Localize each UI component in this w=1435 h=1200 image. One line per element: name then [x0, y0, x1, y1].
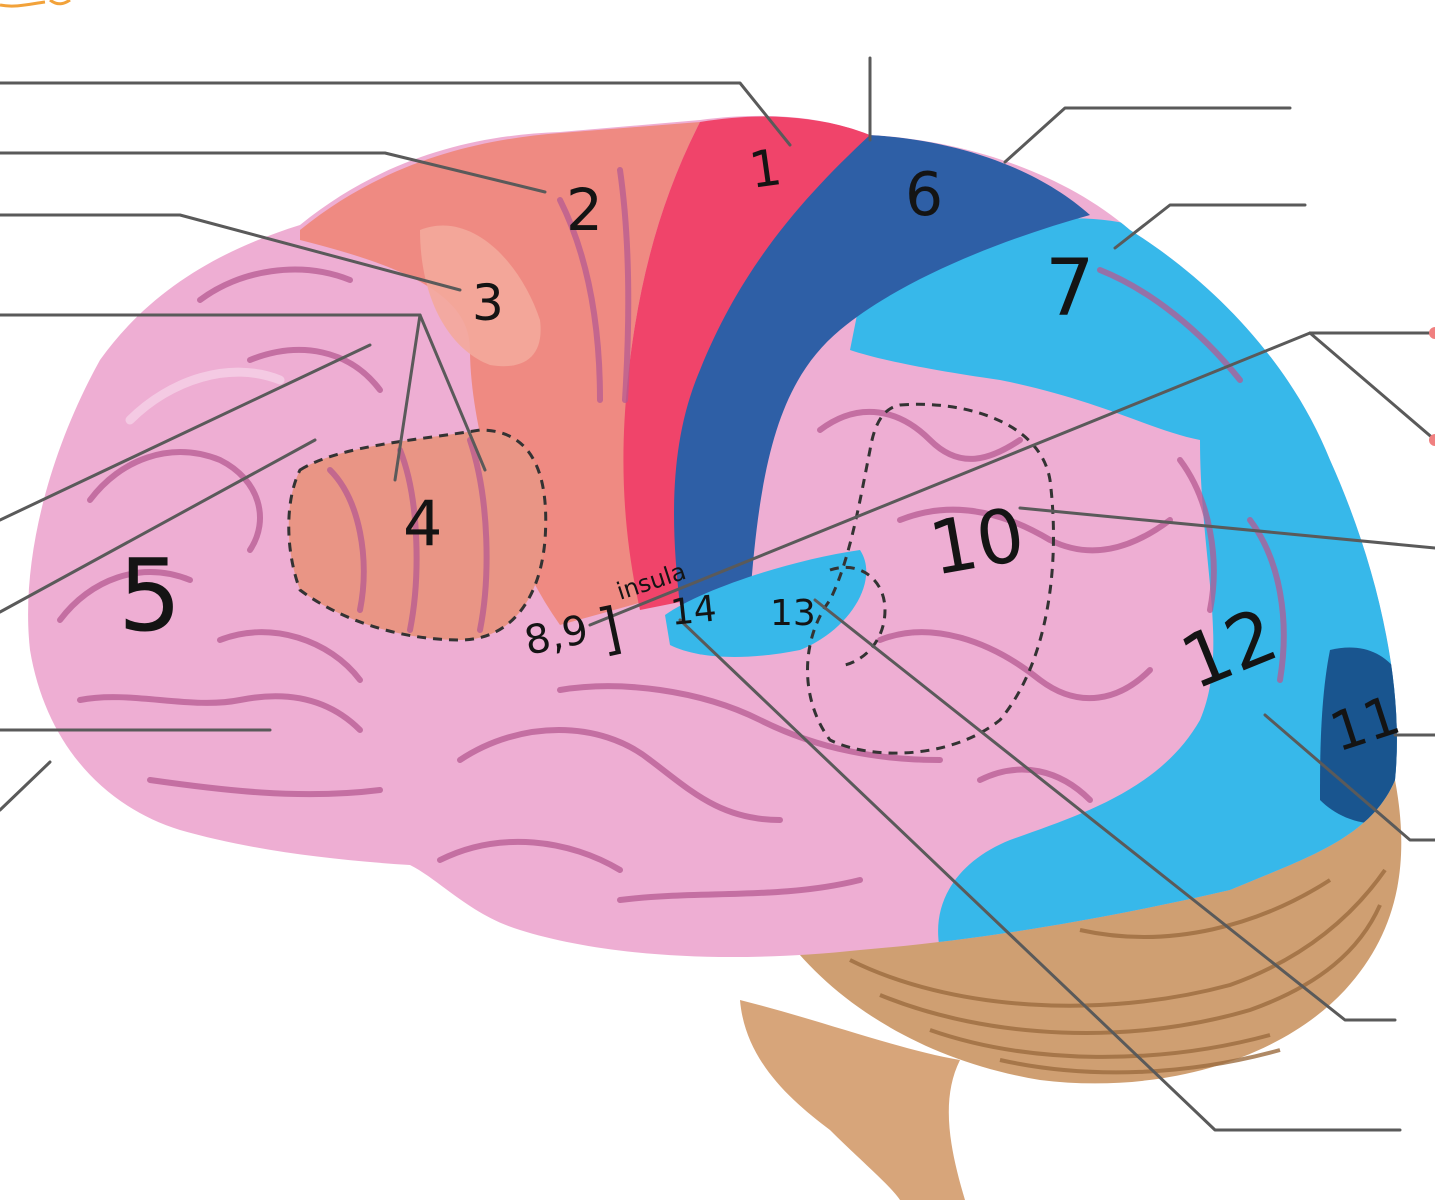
label-14: 14	[669, 588, 719, 634]
frontal-eye-field-area	[420, 225, 541, 367]
region-13-dashed-outline	[829, 565, 887, 667]
auditory-cortex-area	[665, 550, 867, 657]
gyri-texture	[57, 167, 1287, 903]
label-2: 2	[566, 176, 603, 244]
cerebellum-folia	[849, 868, 1387, 1075]
brainstem	[740, 1000, 965, 1200]
region-10-dashed-outline	[806, 402, 1055, 755]
handwritten-scribble-mark	[0, 0, 71, 8]
leader-lines	[0, 56, 1435, 1132]
premotor-area	[300, 122, 700, 625]
label-10: 10	[923, 492, 1031, 593]
edge-marker-dot	[1429, 327, 1435, 339]
label-13: 13	[770, 593, 816, 634]
label-6: 6	[905, 160, 943, 230]
primary-somatosensory-cortex	[674, 135, 1090, 605]
label-4: 4	[403, 487, 442, 560]
posterior-association-area	[850, 218, 1397, 950]
edge-marker-dot	[1429, 434, 1435, 446]
visual-cortex-area	[1320, 647, 1397, 824]
label-7: 7	[1045, 244, 1095, 334]
region-4-dashed-outline	[287, 428, 548, 642]
label-3: 3	[472, 274, 504, 332]
label-5: 5	[118, 537, 182, 654]
